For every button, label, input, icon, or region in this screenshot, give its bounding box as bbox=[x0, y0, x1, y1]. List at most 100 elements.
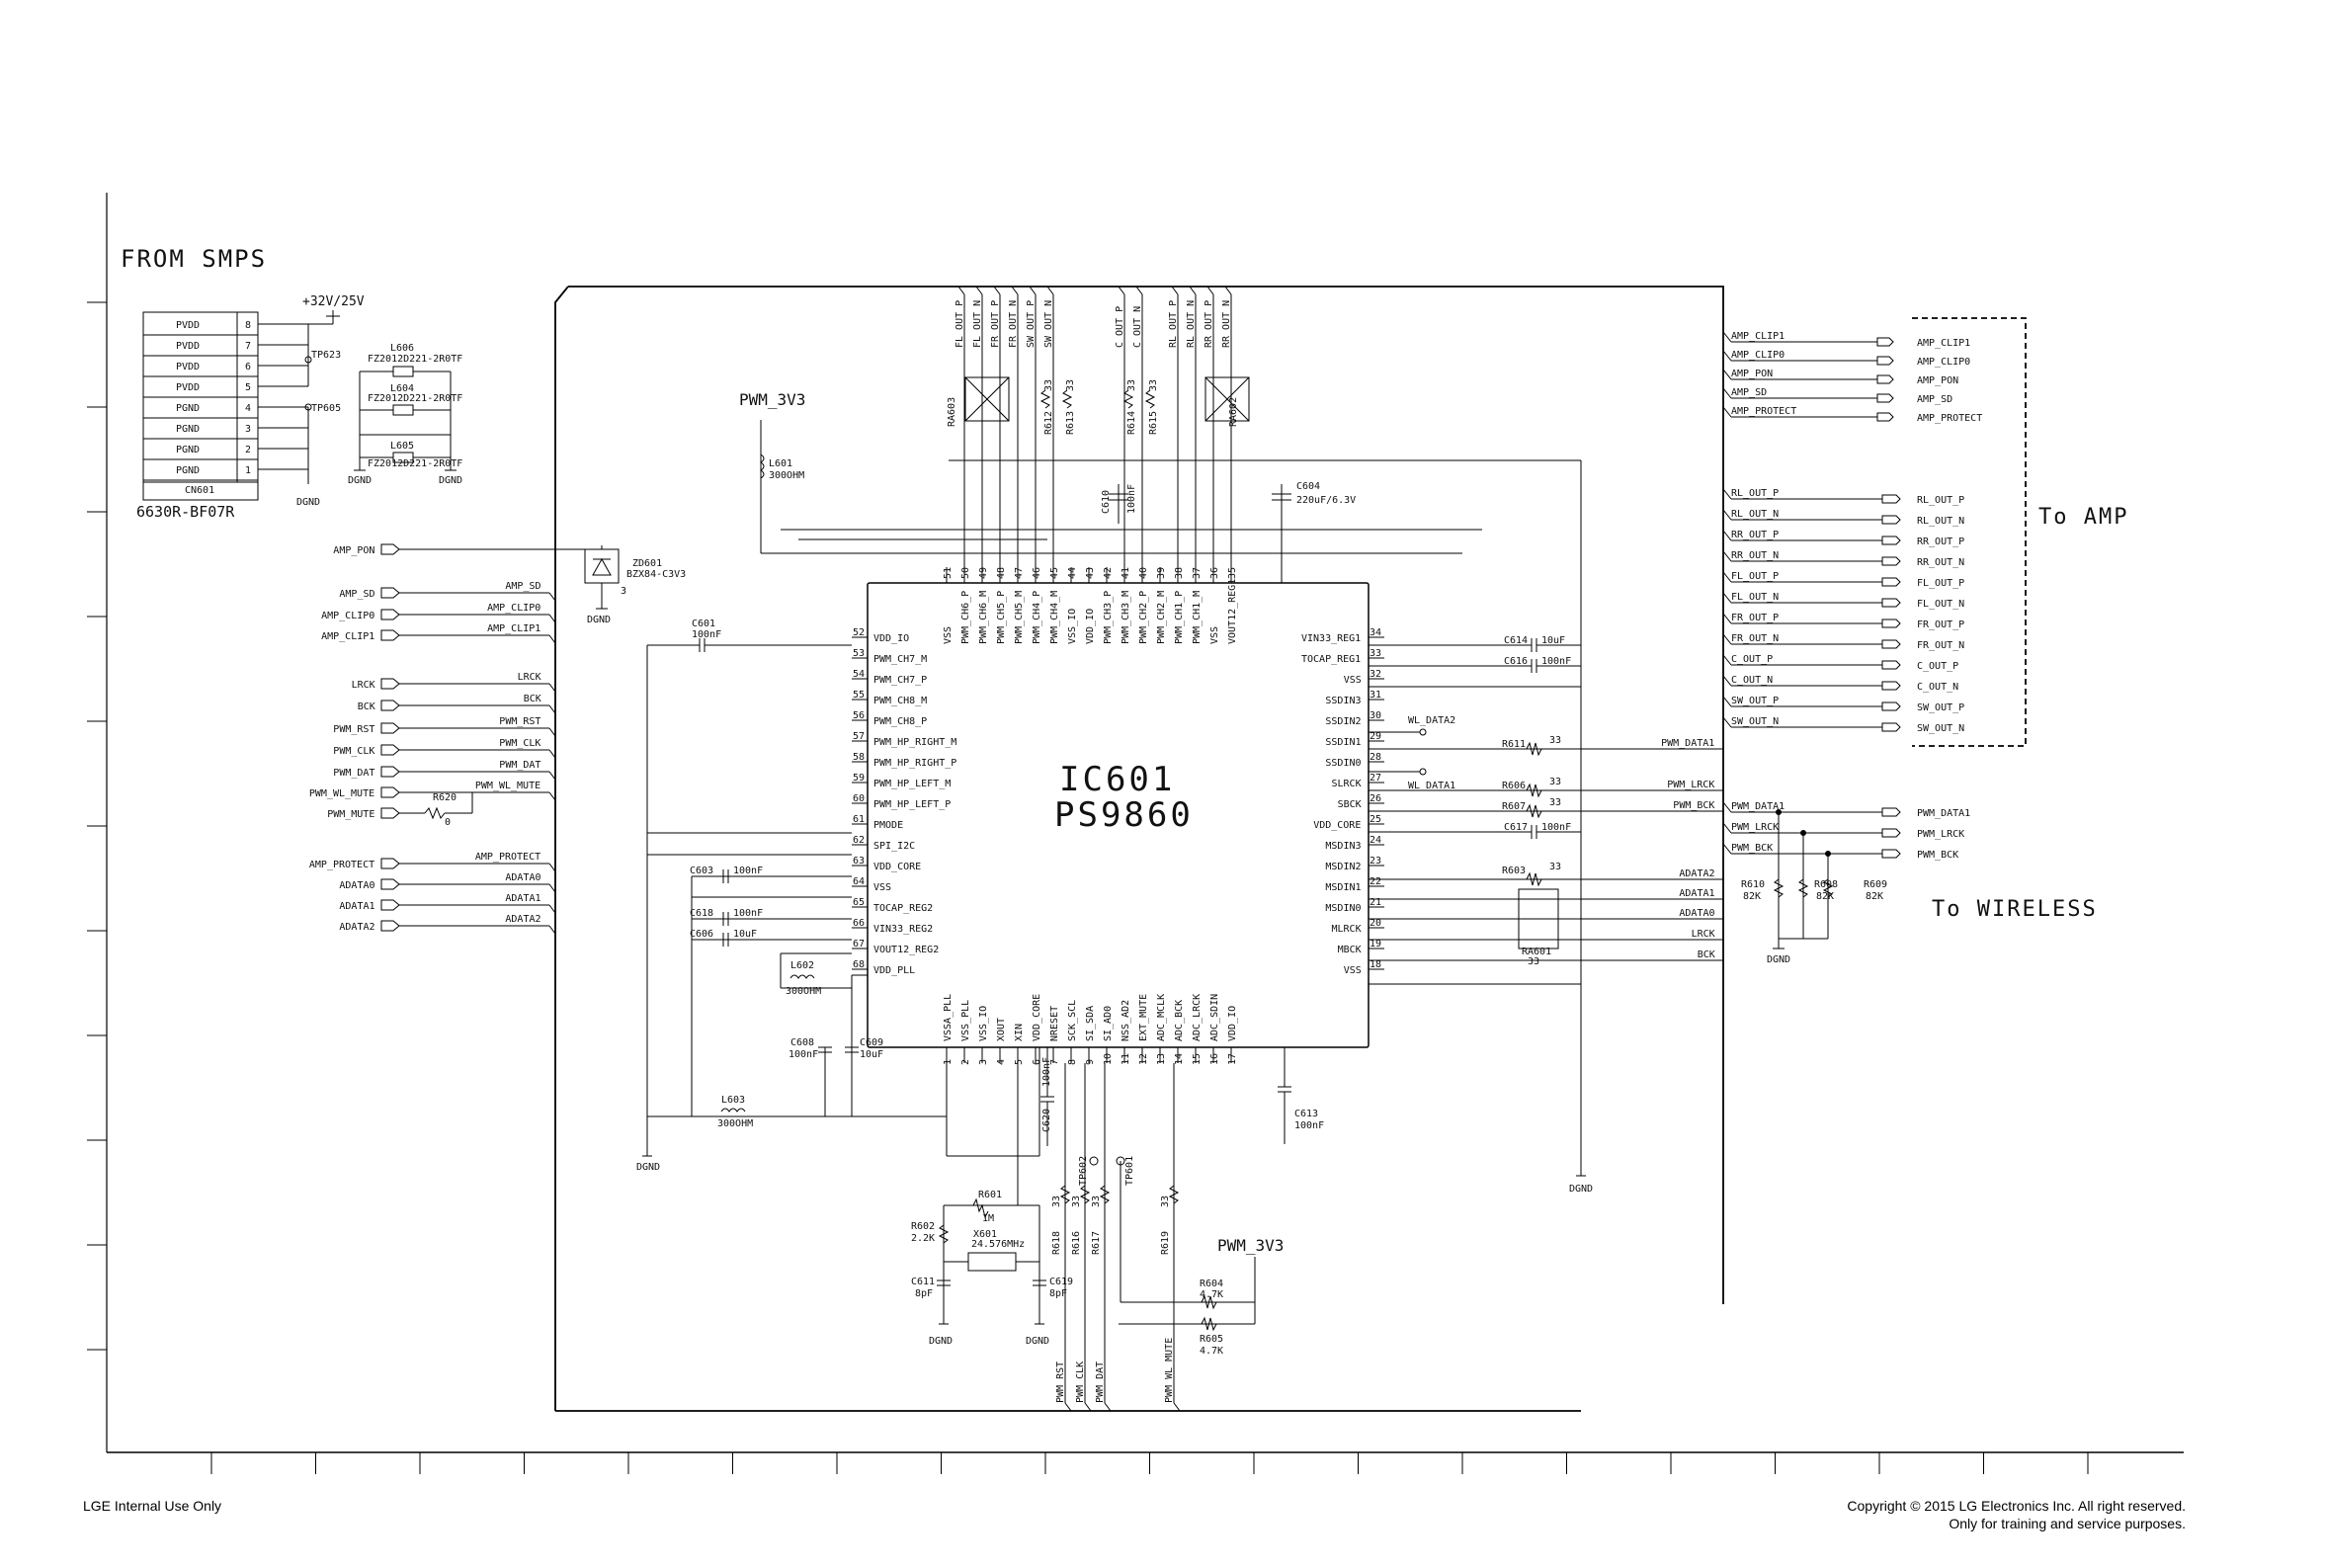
c614-ref: C614 bbox=[1504, 635, 1528, 646]
ic-pin-number: 46 bbox=[1032, 567, 1042, 579]
ic-pin-number: 32 bbox=[1370, 669, 1381, 680]
ic-pin-number: 19 bbox=[1370, 939, 1381, 949]
top-net-entry bbox=[1171, 286, 1179, 295]
ic-pin-name: VSS bbox=[1344, 675, 1362, 686]
mid-bus-label: BCK bbox=[1698, 949, 1715, 960]
top-resistor-symbol bbox=[1061, 389, 1073, 409]
ic-pin-number: 61 bbox=[853, 814, 865, 825]
connector-pin-num: 2 bbox=[245, 445, 251, 455]
mid-bus-label: ADATA1 bbox=[1679, 888, 1714, 899]
input-port-flag bbox=[380, 543, 400, 555]
ic-pin-number: 20 bbox=[1370, 918, 1381, 929]
tp601-label: TP601 bbox=[1124, 1156, 1135, 1186]
ic-pin-name: VOUT12_REG1 bbox=[1227, 579, 1238, 644]
left-supply-network bbox=[642, 638, 947, 1157]
ic-pin-name: MSDIN2 bbox=[1325, 862, 1361, 872]
amp-out-port-label: SW_OUT_N bbox=[1917, 723, 1964, 734]
ic-pin-number: 63 bbox=[853, 856, 865, 867]
l603-ref: L603 bbox=[721, 1095, 745, 1106]
bus-entry bbox=[548, 863, 556, 872]
connector-pin-name: PGND bbox=[176, 465, 200, 476]
ic-pin-name: PWM_HP_LEFT_P bbox=[873, 799, 951, 810]
ic-pin-name: SCK_SCL bbox=[1067, 1000, 1078, 1041]
ic-pin-name: VDD_IO bbox=[1227, 1006, 1238, 1041]
amp-out-port-label: FL_OUT_P bbox=[1917, 578, 1964, 589]
ra601-value: 33 bbox=[1528, 956, 1539, 967]
ic-pin-number: 55 bbox=[853, 690, 865, 701]
top-net-entry bbox=[1224, 286, 1232, 295]
c606-value: 10uF bbox=[733, 929, 757, 940]
ic-pin-number: 6 bbox=[1032, 1059, 1042, 1065]
bottom-net-label: PWM_DAT bbox=[1095, 1362, 1106, 1403]
amp-out-port bbox=[1881, 598, 1901, 608]
ic-pin-name: VSS_IO bbox=[1067, 609, 1078, 644]
amp-out-label: SW_OUT_N bbox=[1731, 716, 1779, 727]
left-input-label-amp_clip1: AMP_CLIP1 bbox=[321, 631, 374, 642]
ic-pin-number: 25 bbox=[1370, 814, 1381, 825]
input-port-flag bbox=[380, 722, 400, 734]
filter-dgnd-left: DGND bbox=[348, 475, 372, 486]
r611-value: 33 bbox=[1549, 735, 1561, 746]
amp-ctrl-label: AMP_CLIP1 bbox=[1731, 331, 1785, 342]
ic-pin-name: SSDIN0 bbox=[1325, 758, 1361, 769]
bottom-net-entry bbox=[1064, 1402, 1072, 1412]
filter-l606-ref: L606 bbox=[390, 343, 414, 354]
r609-ref: R609 bbox=[1864, 879, 1887, 890]
connector-pin-name: PVDD bbox=[176, 320, 200, 331]
bus-entry bbox=[548, 634, 556, 644]
top-net-label: FR_OUT_P bbox=[990, 300, 1001, 348]
c619-ref: C619 bbox=[1049, 1277, 1073, 1287]
ic-pin-name: EXT_MUTE bbox=[1138, 994, 1149, 1041]
input-port-flag bbox=[380, 899, 400, 911]
bottom-net-label: PWM_CLK bbox=[1075, 1362, 1086, 1403]
ic-pin-name: VDD_IO bbox=[873, 633, 909, 644]
zener-part: BZX84-C3V3 bbox=[626, 569, 686, 580]
c610-label: C610 bbox=[1101, 490, 1112, 514]
crystal-dgnd-right: DGND bbox=[1026, 1336, 1049, 1347]
bus-entry bbox=[1722, 801, 1732, 813]
wireless-port bbox=[1881, 807, 1901, 817]
ic-pin-name: VDD_IO bbox=[1085, 609, 1096, 644]
bus-entry bbox=[1722, 696, 1732, 707]
ic-pin-number: 42 bbox=[1103, 567, 1114, 579]
ic-pin-name: VSS bbox=[1344, 965, 1362, 976]
r615-value: 33 bbox=[1148, 379, 1159, 391]
bus-label-pwm_dat: PWM_DAT bbox=[499, 760, 540, 771]
bus-entry bbox=[1722, 550, 1732, 562]
ic-pin-name: PWM_CH1_P bbox=[1174, 591, 1185, 644]
bus-label-amp_protect: AMP_PROTECT bbox=[475, 852, 540, 863]
c606-ref: C606 bbox=[690, 929, 713, 940]
amp-ctrl-port bbox=[1876, 393, 1894, 403]
ic-pin-name: PWM_CH3_M bbox=[1121, 591, 1131, 644]
amp-out-port-label: RR_OUT_N bbox=[1917, 557, 1964, 568]
ic-pin-number: 51 bbox=[943, 567, 954, 579]
ic-part: PS9860 bbox=[1054, 795, 1194, 835]
top-resistor-symbol bbox=[1039, 389, 1051, 409]
bus-entry bbox=[1722, 592, 1732, 604]
amp-out-port-label: C_OUT_N bbox=[1917, 682, 1958, 693]
amp-out-port bbox=[1881, 515, 1901, 525]
ic-pin-number: 36 bbox=[1209, 567, 1220, 579]
amp-ctrl-port bbox=[1876, 412, 1894, 422]
ic-pin-name: VSS_IO bbox=[978, 1006, 989, 1041]
c609-ref: C609 bbox=[860, 1037, 883, 1048]
from-smps-header: FROM SMPS bbox=[121, 245, 267, 273]
ic-pin-number: 35 bbox=[1227, 567, 1238, 579]
mid-bus-label: LRCK bbox=[1692, 929, 1715, 940]
amp-out-port-label: SW_OUT_P bbox=[1917, 702, 1964, 713]
ic-pin-number: 64 bbox=[853, 876, 865, 887]
ic-pin-number: 14 bbox=[1174, 1053, 1185, 1065]
r604-value: 4.7K bbox=[1200, 1289, 1223, 1300]
amp-out-port bbox=[1881, 577, 1901, 587]
top-net-label: SW_OUT_P bbox=[1026, 300, 1037, 348]
r602-value: 2.2K bbox=[911, 1233, 935, 1244]
amp-out-port bbox=[1881, 639, 1901, 649]
bottom-net-entry bbox=[1084, 1402, 1092, 1412]
right-signal-network bbox=[1369, 638, 1723, 985]
bus-label-pwm_wl_mute: PWM_WL_MUTE bbox=[475, 781, 540, 791]
filter-l604-part: FZ2012D221-2R0TF bbox=[368, 393, 462, 404]
c619-value: 8pF bbox=[1049, 1288, 1067, 1299]
r609-value: 82K bbox=[1866, 891, 1883, 902]
input-port-flag bbox=[380, 700, 400, 711]
ic-pin-number: 43 bbox=[1085, 567, 1096, 579]
